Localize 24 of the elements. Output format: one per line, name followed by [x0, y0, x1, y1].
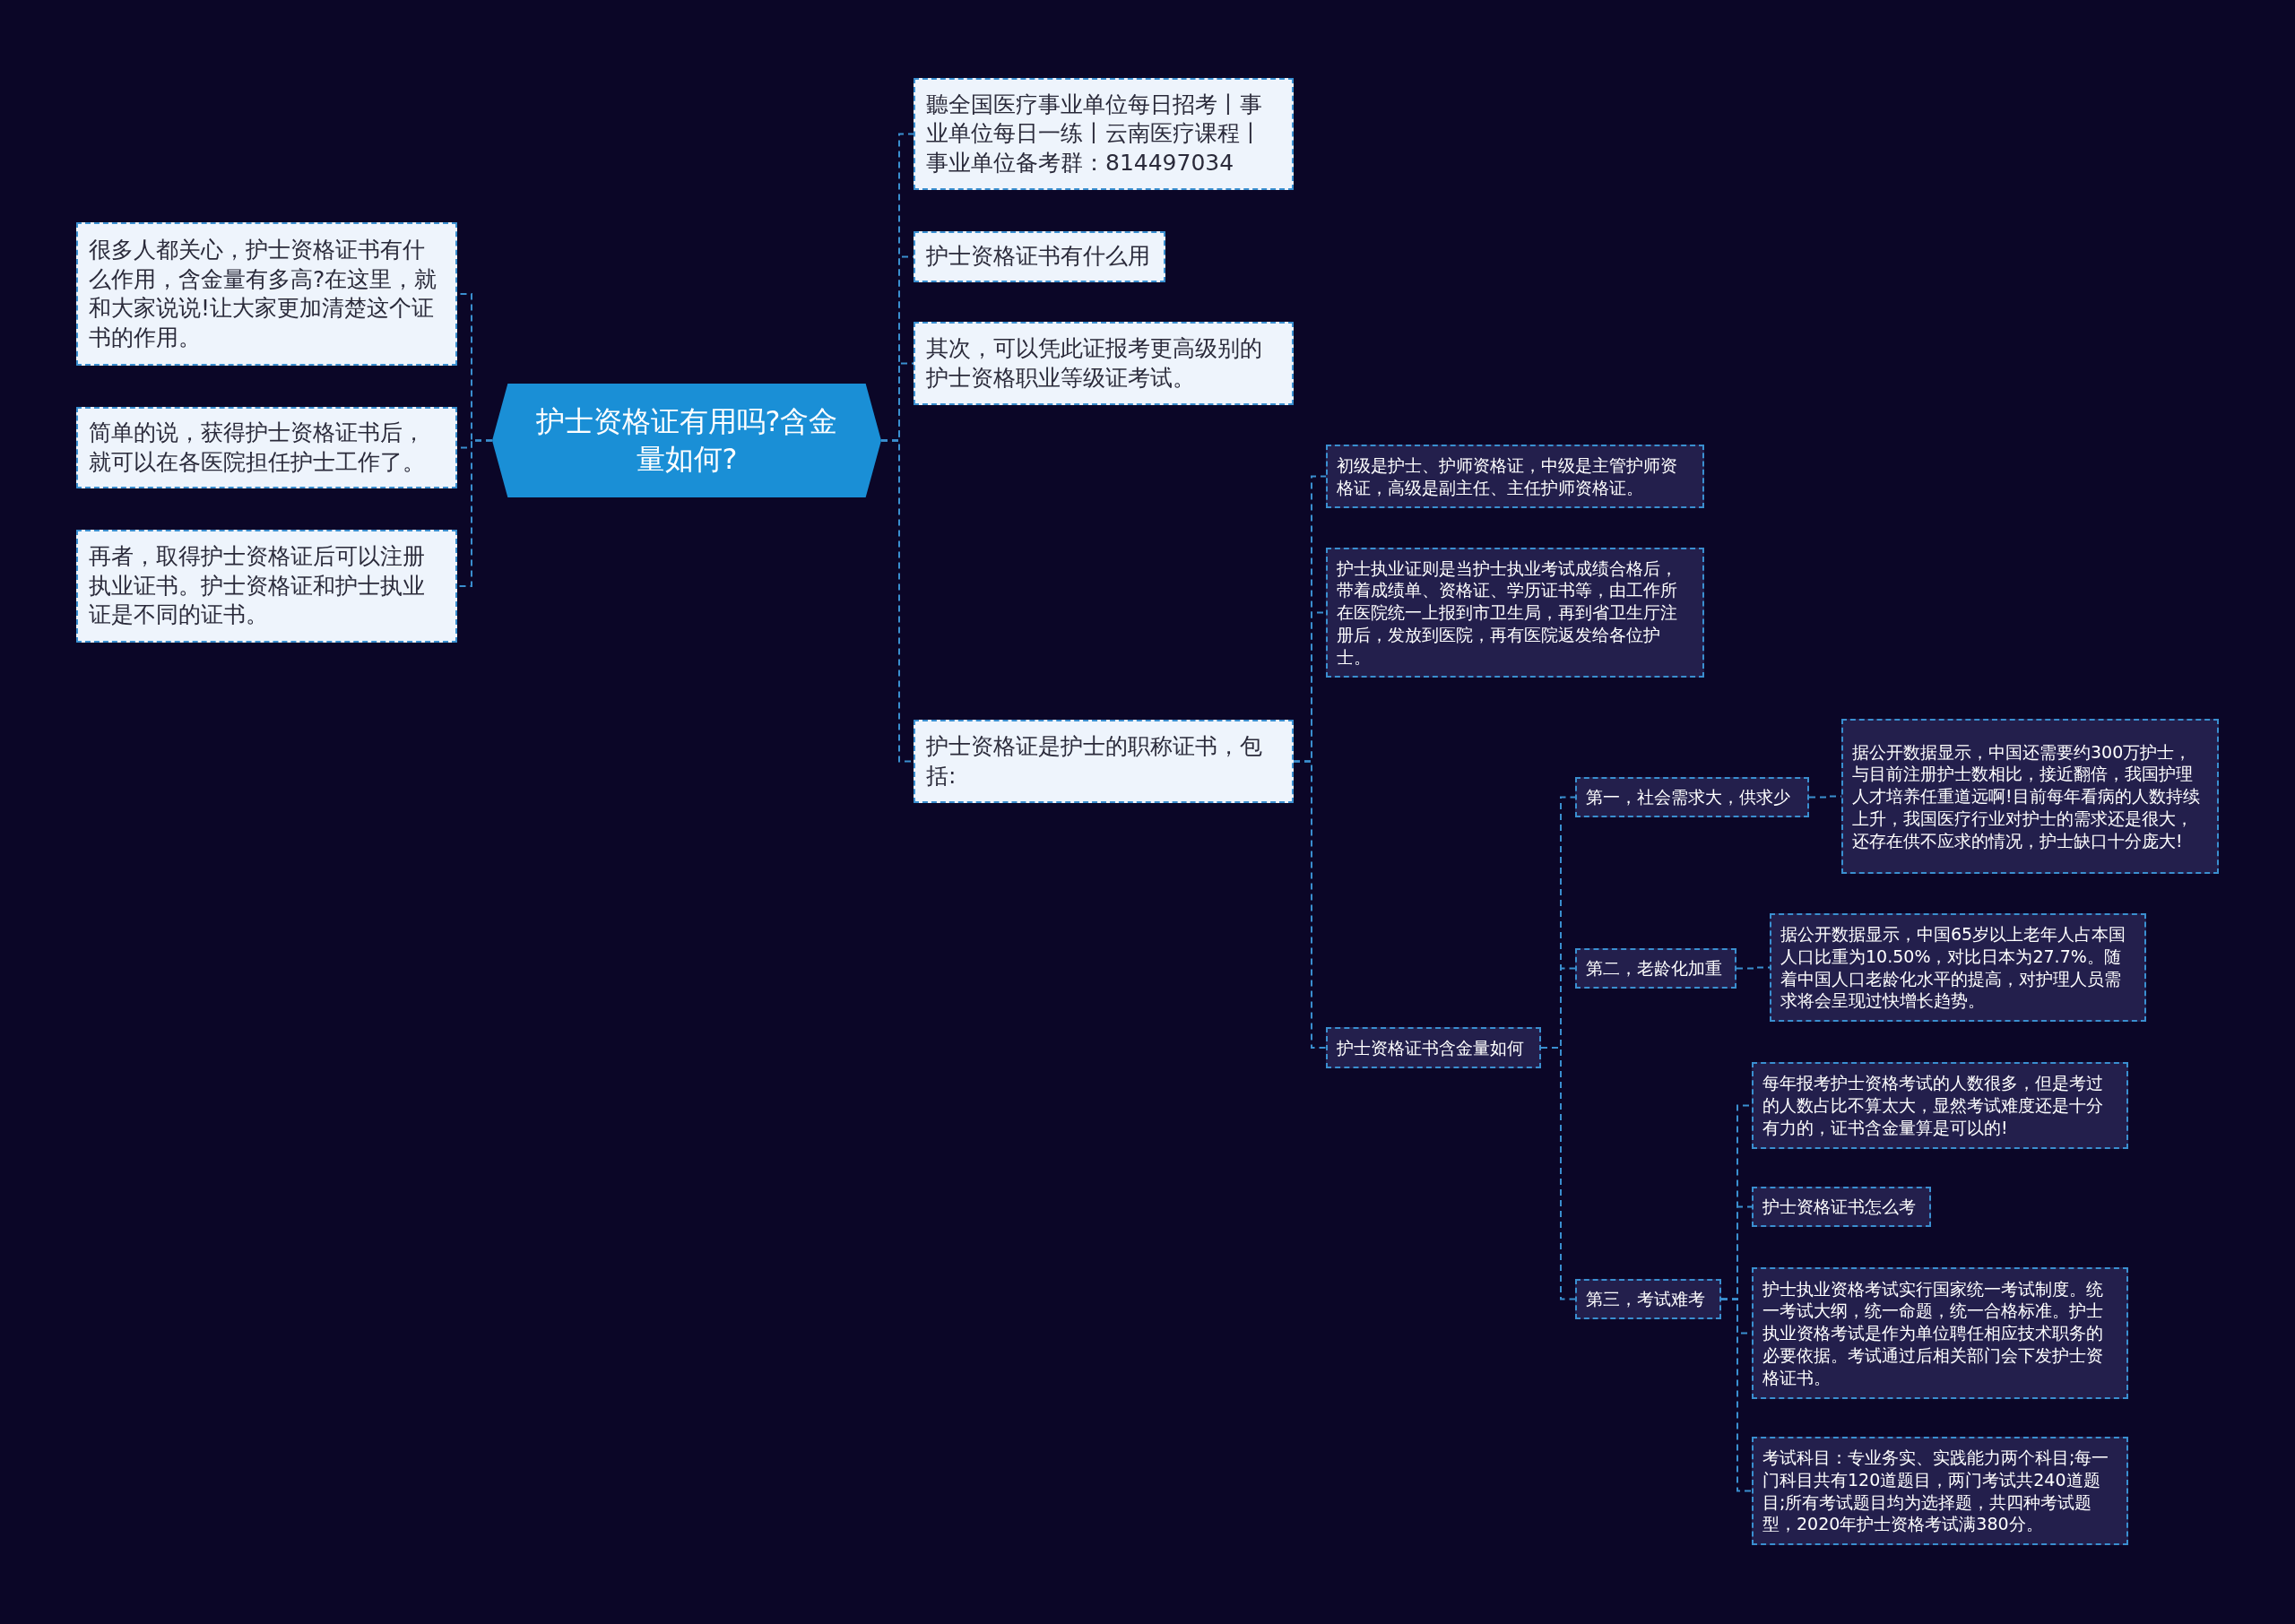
topic-box: 其次，可以凭此证报考更高级别的护士资格职业等级证考试。 [914, 322, 1294, 405]
subtopic-box: 护士执业证则是当护士执业考试成绩合格后，带着成绩单、资格证、学历证书等，由工作所在医院统一上报到市卫生局，再到省卫生厅注册后，发放到医院，再有医院返发给各位护士。 [1326, 548, 1704, 678]
subtopic-box: 第二，老龄化加重 [1575, 948, 1736, 989]
connector-line [1736, 966, 1771, 970]
topic-hexagon: 护士资格证有用吗?含金量如何? [492, 384, 881, 497]
subtopic-box: 第一，社会需求大，供求少 [1575, 777, 1809, 817]
subtopic-box: 护士资格证书含金量如何 [1326, 1027, 1541, 1068]
connector-line [1293, 760, 1327, 1049]
subtopic-box: 第三，考试难考 [1575, 1279, 1721, 1319]
topic-box: 很多人都关心，护士资格证书有什么作用，含金量有多高?在这里，就和大家说说!让大家更加清楚这个证书的作用。 [76, 222, 457, 366]
topic-box: 护士资格证书有什么用 [914, 231, 1165, 282]
topic-box: 聽全国医疗事业单位每日招考丨事业单位每日一练丨云南医疗课程丨事业单位备考群：814497034 [914, 78, 1294, 190]
connector-line [1720, 1298, 1753, 1492]
subtopic-box: 据公开数据显示，中国还需要约300万护士，与目前注册护士数相比，接近翻倍，我国护理人才培养任重道远啊!目前每年看病的人数持续上升，我国医疗行业对护士的需求还是很大，还存在供不应求的情况，护士缺口十分庞大! [1841, 719, 2219, 874]
topic-box: 护士资格证是护士的职称证书，包括: [914, 720, 1294, 803]
subtopic-box: 护士资格证书怎么考 [1752, 1187, 1931, 1227]
subtopic-box: 据公开数据显示，中国65岁以上老年人占本国人口比重为10.50%，对比日本为27.7%。随着中国人口老龄化水平的提高，对护理人员需求将会呈现过快增长趋势。 [1770, 913, 2146, 1022]
topic-box: 再者，取得护士资格证后可以注册执业证书。护士资格证和护士执业证是不同的证书。 [76, 530, 457, 643]
connector-line [1540, 1047, 1576, 1300]
topic-box: 简单的说，获得护士资格证书后，就可以在各医院担任护士工作了。 [76, 407, 457, 488]
subtopic-box: 初级是护士、护师资格证，中级是主管护师资格证，高级是副主任、主任护师资格证。 [1326, 445, 1704, 508]
subtopic-box: 护士执业资格考试实行国家统一考试制度。统一考试大纲，统一命题，统一合格标准。护士执业资格考试是作为单位聘任相应技术职务的必要依据。考试通过后相关部门会下发护士资格证书。 [1752, 1267, 2128, 1399]
subtopic-box: 每年报考护士资格考试的人数很多，但是考过的人数占比不算太大，显然考试难度还是十分有力的，证书含金量算是可以的! [1752, 1062, 2128, 1149]
subtopic-box: 考试科目：专业务实、实践能力两个科目;每一门科目共有120道题目，两门考试共240道题目;所有考试题目均为选择题，共四种考试题型，2020年护士资格考试满380分。 [1752, 1437, 2128, 1545]
